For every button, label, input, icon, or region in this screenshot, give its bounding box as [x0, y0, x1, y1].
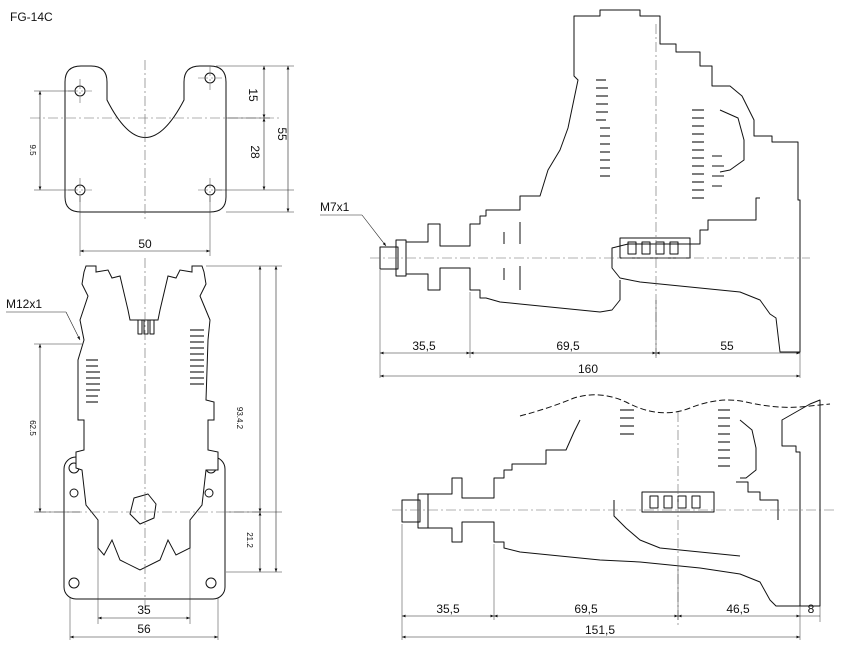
- thread-label-m12: M12x1: [6, 297, 42, 311]
- dim-bottom-seg-3: 46,5: [726, 602, 750, 616]
- dim-bottom-seg-4: 8: [808, 602, 815, 616]
- dim-right-height-lower: 21.2: [245, 532, 254, 548]
- front-view: M12x1 62.5 93.4.2 21.2 35 56: [6, 258, 282, 640]
- cooling-fins-bottom: [620, 409, 730, 467]
- model-code: FG-14C: [10, 10, 53, 24]
- dim-top-seg-2: 69,5: [556, 339, 580, 353]
- mount-hole: [68, 577, 80, 589]
- dim-plate-width: 50: [138, 237, 152, 251]
- hex-nut: [129, 493, 157, 525]
- mounting-plate-outline: [64, 65, 227, 213]
- cooling-fins-right: [190, 329, 204, 385]
- dim-top-total: 160: [578, 362, 598, 376]
- thread-label-m7: M7x1: [320, 200, 350, 214]
- bolt-hole: [198, 66, 222, 90]
- dim-plate-width-front: 56: [137, 622, 151, 636]
- dim-bottom-seg-2: 69,5: [574, 602, 598, 616]
- dim-height-total: 55: [275, 127, 289, 141]
- dim-small-side: 9.5: [28, 144, 37, 156]
- dim-bottom-seg-1: 35,5: [436, 602, 460, 616]
- dim-bottom-total: 151,5: [585, 623, 615, 637]
- mount-hole: [204, 488, 214, 498]
- engine-body-front: [75, 265, 219, 571]
- mount-hole: [69, 488, 79, 498]
- cooling-fins-left: [86, 359, 100, 403]
- dim-top-seg-3: 55: [720, 339, 734, 353]
- side-view-top: M7x1 35,5 69,5 55 160: [320, 9, 810, 378]
- dim-top-seg-1: 35,5: [412, 339, 436, 353]
- dim-left-height: 62.5: [28, 420, 37, 436]
- dim-right-height-upper: 93.4.2: [235, 407, 244, 430]
- dim-top-offset: 15: [246, 88, 260, 102]
- mounting-plate-view: 50 9.5 15 28 55: [28, 60, 294, 256]
- cylinder-head-comb: [137, 319, 155, 335]
- mount-hole: [205, 577, 217, 589]
- mounting-lug: [619, 237, 691, 259]
- threaded-stub: [401, 499, 421, 523]
- dim-hole-spacing: 35: [137, 603, 151, 617]
- side-view-bottom: 35,5 69,5 46,5 8 151,5: [392, 394, 834, 640]
- dim-slot-offset: 28: [248, 145, 262, 159]
- cooling-fins-top: [596, 79, 704, 199]
